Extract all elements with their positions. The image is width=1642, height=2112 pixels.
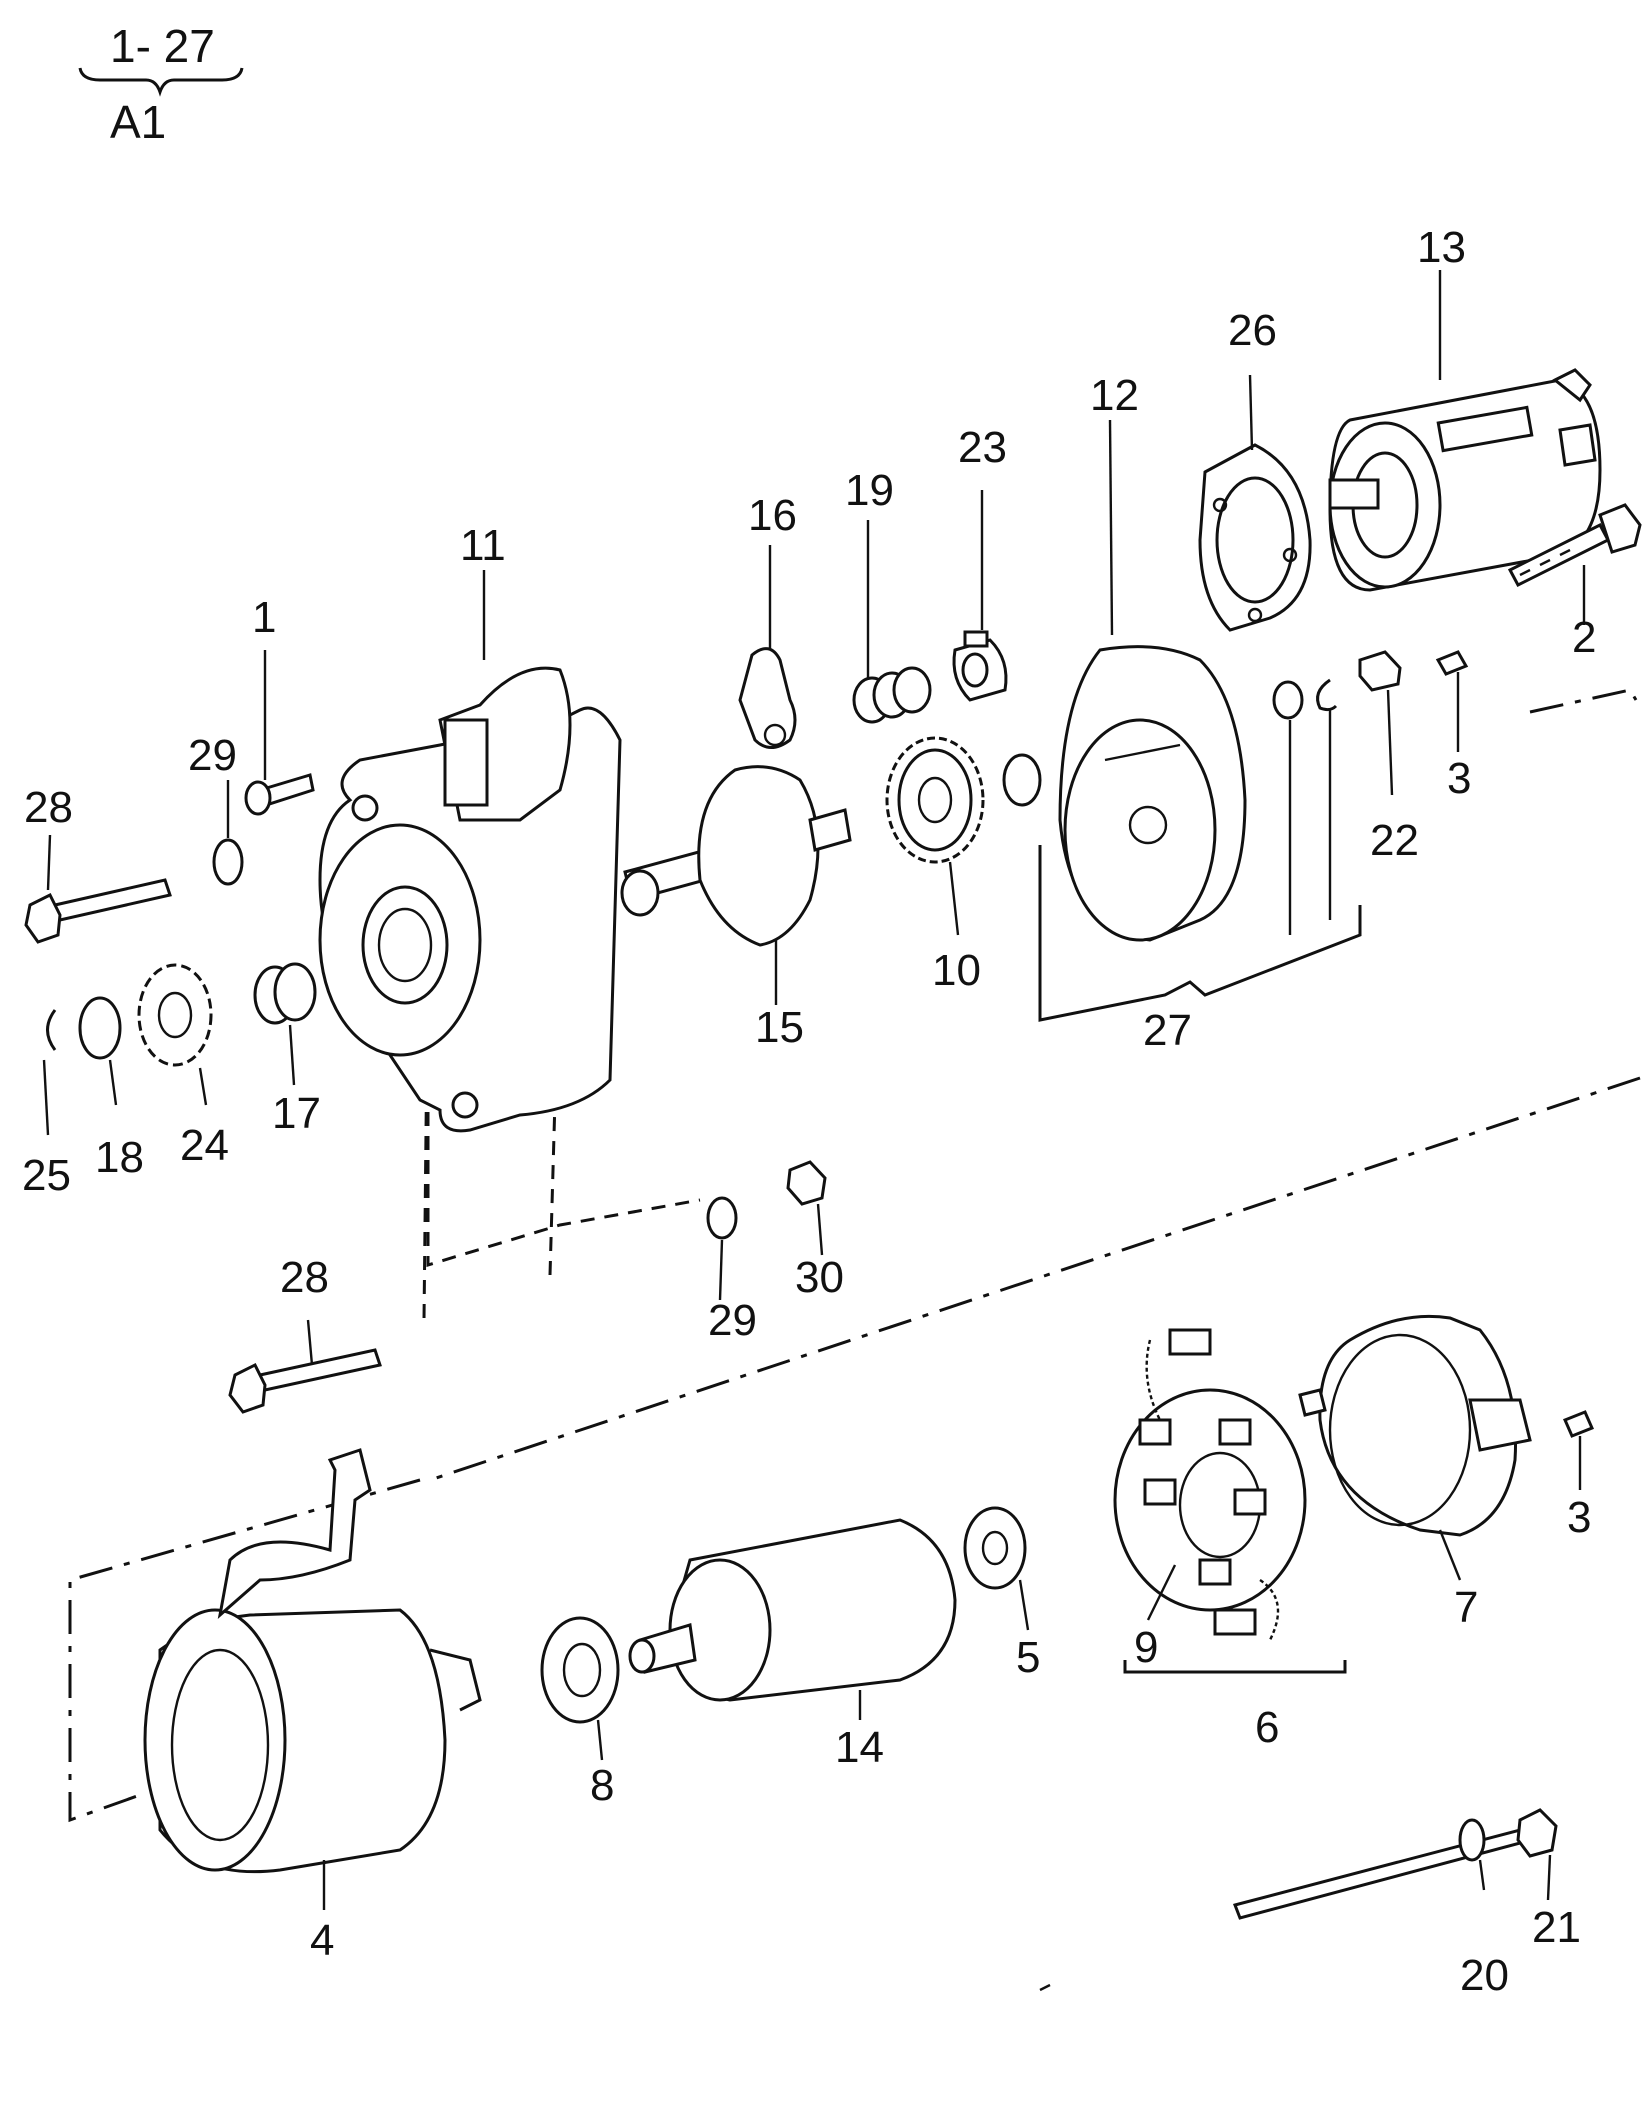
bolt-28b: [228, 1348, 382, 1414]
screw-3b: [1563, 1410, 1594, 1438]
callout-28a: 28: [24, 783, 73, 832]
field-housing-4: [143, 1448, 482, 1874]
fork-16: [738, 647, 797, 749]
header-brace: [78, 67, 244, 97]
callout-30: 30: [795, 1253, 844, 1302]
callout-25: 25: [22, 1151, 71, 1200]
axis-line-diagonal: [429, 1076, 1641, 1482]
callout-28b: 28: [280, 1253, 329, 1302]
nut-21: [1516, 1808, 1558, 1858]
callout-27: 27: [1143, 1006, 1192, 1055]
washer-29b: [706, 1196, 738, 1240]
screw-3a: [1435, 650, 1469, 676]
bracket-27-legs: [1288, 708, 1332, 935]
clip-22: [1358, 650, 1402, 692]
callout-26: 26: [1228, 306, 1277, 355]
axis-line-flange-to-bolt: [548, 1099, 557, 1276]
callout-12: 12: [1090, 371, 1139, 420]
brush-holder-9: [1113, 1328, 1307, 1641]
pinion-stack: [46, 962, 317, 1067]
callout-8: 8: [590, 1761, 614, 1810]
callout-20: 20: [1460, 1951, 1509, 2000]
callout-29a: 29: [188, 731, 237, 780]
callout-22: 22: [1370, 816, 1419, 865]
solenoid-13: [1328, 368, 1602, 592]
gear-10: [885, 736, 985, 864]
header-range: 1- 27: [110, 20, 215, 72]
armature-14: [628, 1518, 957, 1702]
pinion-24: [137, 963, 213, 1067]
bushing-23: [952, 630, 1008, 702]
callout-6: 6: [1255, 1703, 1279, 1752]
drive-housing-11: [318, 666, 622, 1133]
shaft-15: [620, 765, 852, 947]
callout-3b: 3: [1567, 1493, 1591, 1542]
axis-line-bottom-left: [68, 1478, 421, 1823]
callout-23: 23: [958, 423, 1007, 472]
callout-19: 19: [845, 466, 894, 515]
plate-26: [1198, 443, 1312, 632]
callout-14: 14: [835, 1723, 884, 1772]
callout-2: 2: [1572, 613, 1596, 662]
stray-mark: [1039, 1983, 1051, 1992]
axis-line-mount-29: [426, 944, 701, 1268]
bracket-6: [1123, 1660, 1347, 1674]
header-sheet: A1: [110, 96, 166, 148]
bracket-27: [1038, 845, 1362, 1022]
washer-20: [1458, 1818, 1486, 1862]
bolt-20-21: [1232, 1808, 1558, 1920]
washer-27a: [1272, 680, 1304, 720]
end-cap-7: [1298, 1314, 1532, 1537]
callout-labels: 1 2 3 3 4 5 6 7 8 9 10 11 12 13 14 15 16…: [22, 223, 1596, 2000]
callout-9: 9: [1134, 1623, 1158, 1672]
callout-11: 11: [460, 521, 506, 570]
washer-27c: [1002, 753, 1042, 807]
callout-1: 1: [252, 593, 276, 642]
callout-29b: 29: [708, 1296, 757, 1345]
ring-18: [78, 996, 122, 1060]
callout-16: 16: [748, 491, 797, 540]
ring-27b: [1316, 678, 1338, 712]
callout-5: 5: [1016, 1633, 1040, 1682]
washer-29a: [212, 838, 244, 886]
callout-13: 13: [1417, 223, 1466, 272]
axis-lines: [68, 688, 1641, 1823]
bolt-1: [244, 773, 315, 816]
bolt-2: [1507, 503, 1642, 587]
callout-15: 15: [755, 1003, 804, 1052]
small-parts-top-right: [1002, 650, 1469, 807]
nut-30: [786, 1160, 827, 1206]
callout-18: 18: [95, 1133, 144, 1182]
bolt-28a: [24, 878, 172, 944]
bearing-8: [540, 1616, 620, 1724]
callout-7: 7: [1454, 1583, 1478, 1632]
header-block: 1- 27 A1: [78, 20, 244, 148]
callout-17: 17: [272, 1089, 321, 1138]
callout-24: 24: [180, 1121, 229, 1170]
callout-10: 10: [932, 946, 981, 995]
callout-4: 4: [310, 1916, 334, 1965]
callout-21: 21: [1532, 1903, 1581, 1952]
leader-lines: [42, 270, 1586, 1910]
ring-25: [46, 1009, 57, 1051]
bearing-5: [963, 1506, 1027, 1590]
axis-line-top-right: [1529, 688, 1638, 714]
axis-line-flange-mount: [422, 943, 430, 1321]
cap-12: [1058, 645, 1247, 942]
spring-19: [852, 666, 932, 724]
callout-3a: 3: [1447, 754, 1471, 803]
